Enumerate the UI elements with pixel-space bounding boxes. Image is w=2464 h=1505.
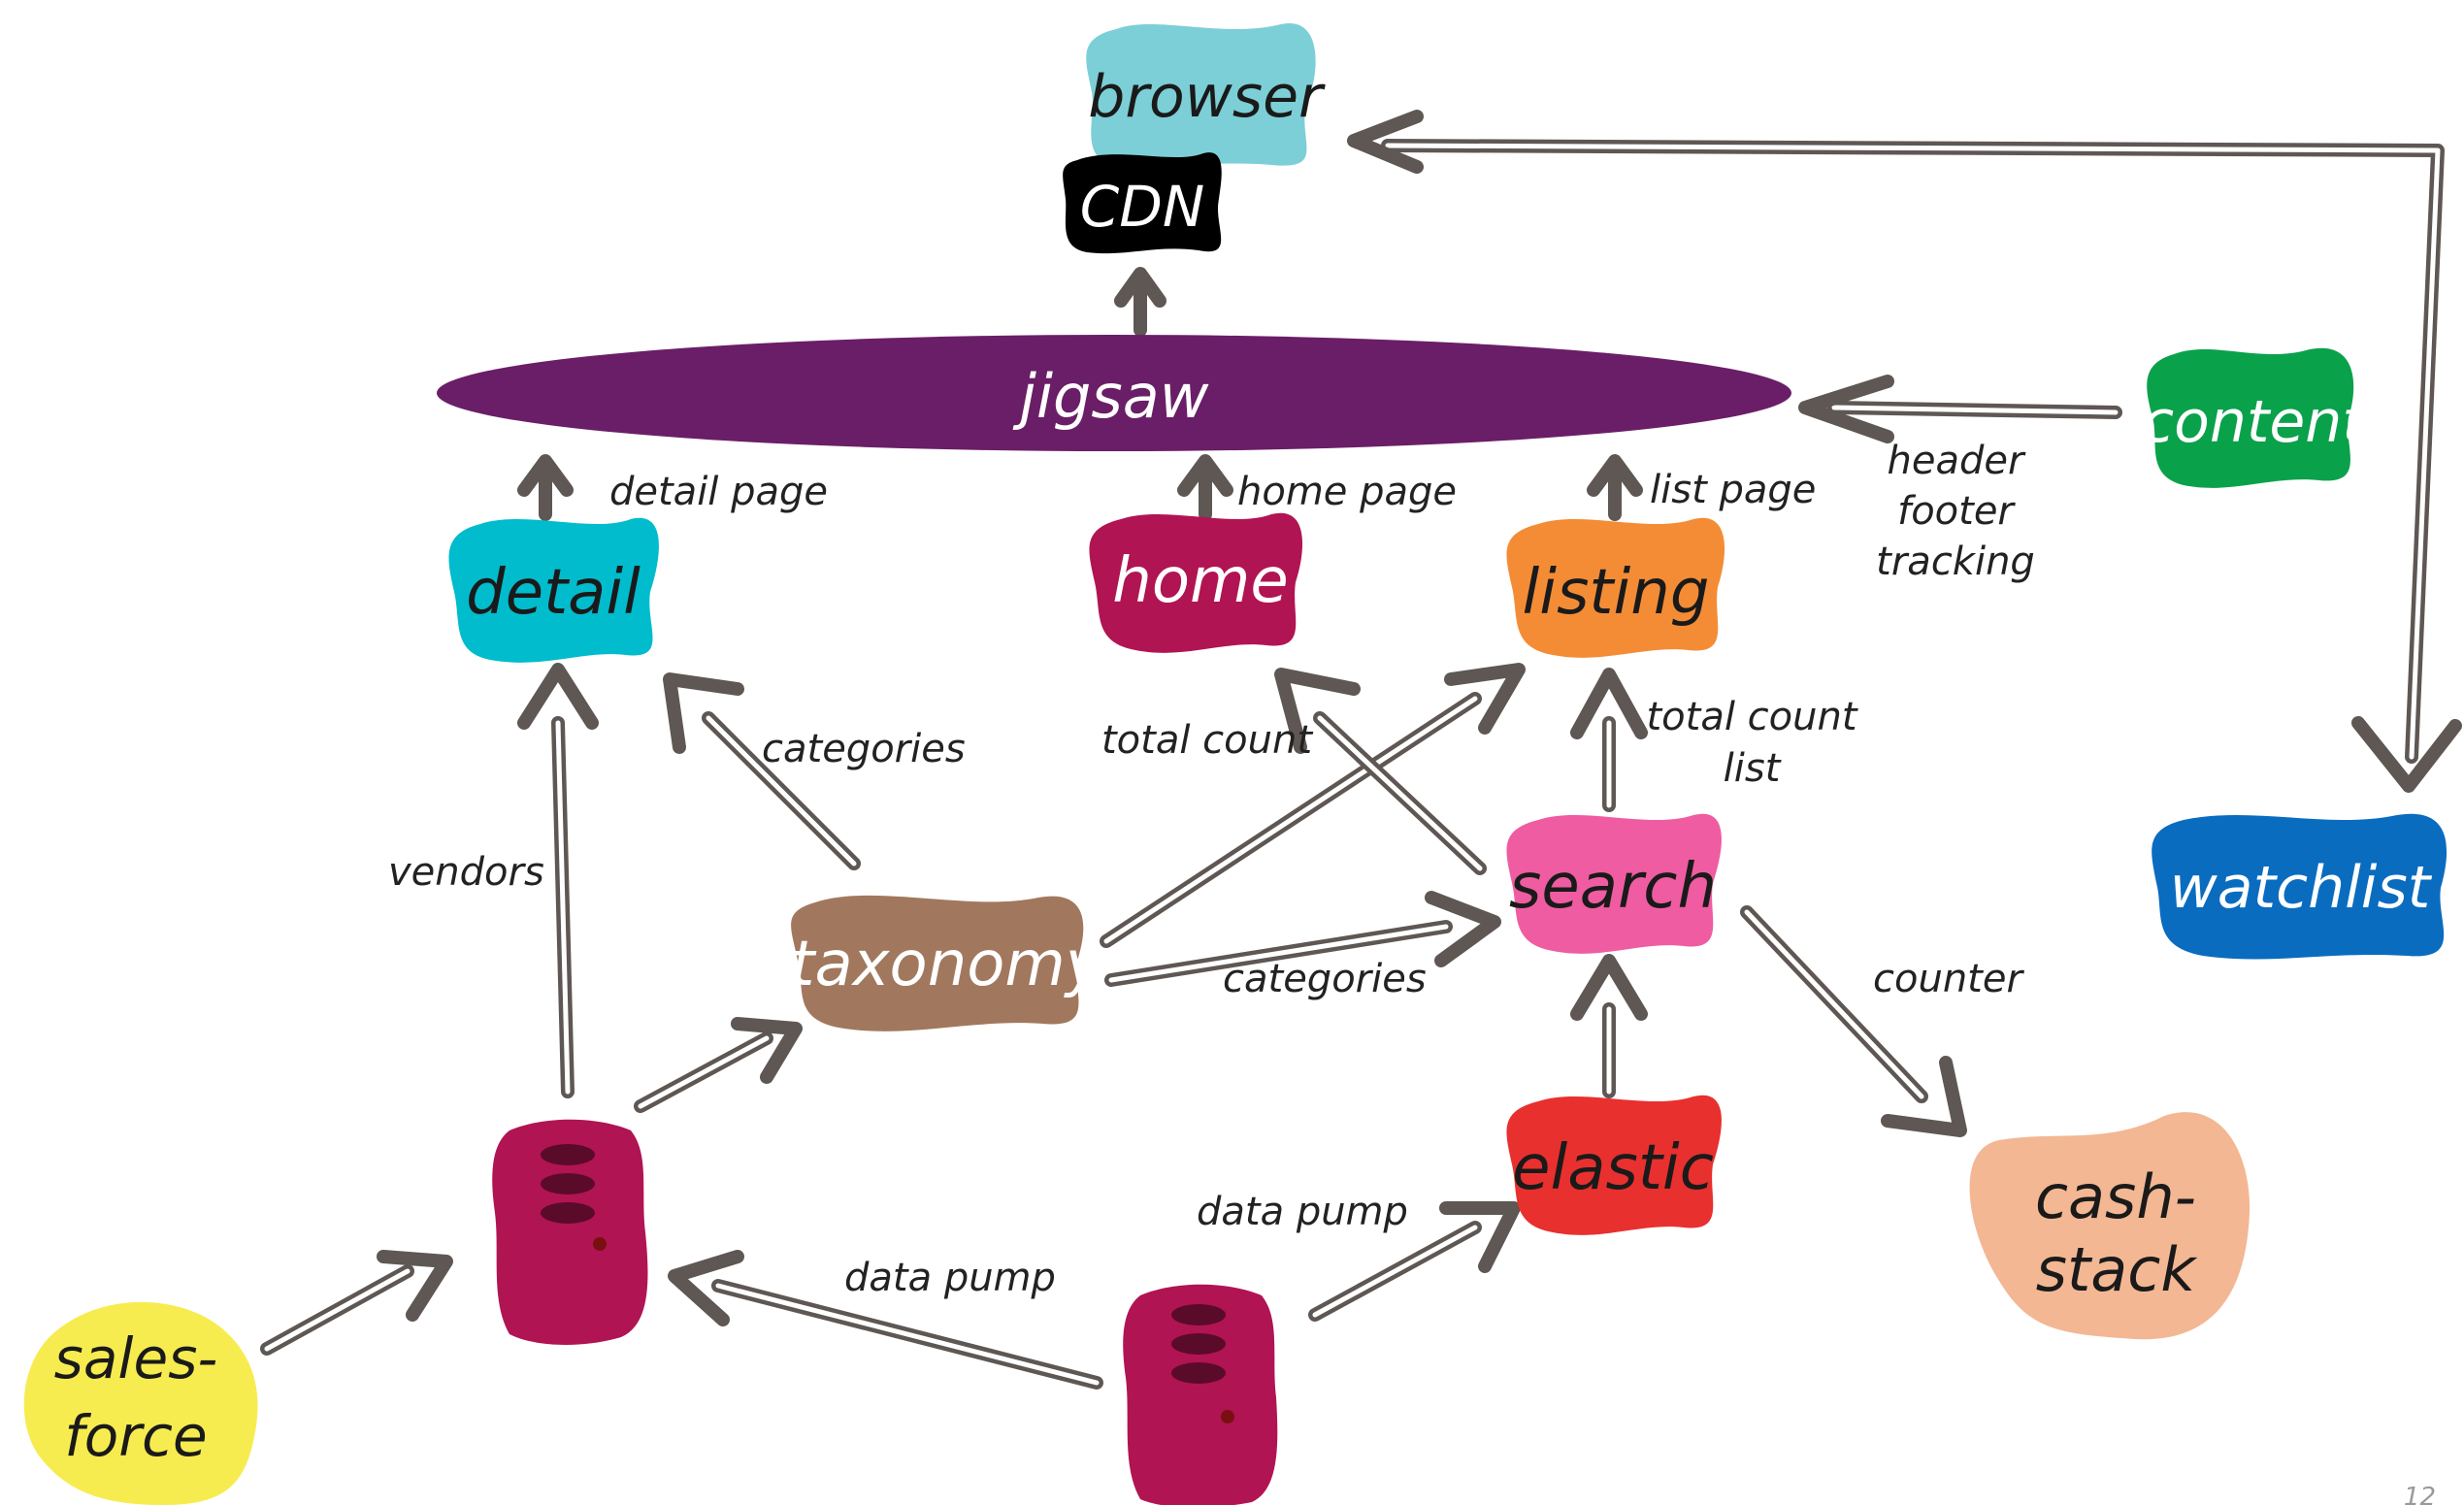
label-total-count-home: total count bbox=[1101, 718, 1313, 763]
label-home-page: home page bbox=[1237, 470, 1457, 514]
label-data-pump-db: data pump bbox=[844, 1256, 1056, 1300]
arrow-db2-to-db1 bbox=[668, 1250, 1103, 1390]
node-browser: browser bbox=[1086, 22, 1326, 167]
label-vendors: vendors bbox=[388, 850, 544, 895]
listing-label: listing bbox=[1523, 557, 1710, 629]
label-footer: footer bbox=[1897, 489, 2016, 534]
arrow-db2-to-elastic bbox=[1308, 1201, 1521, 1322]
jigsaw-shape bbox=[437, 335, 1791, 451]
arrow-search-to-home bbox=[1274, 668, 1487, 875]
label-list-page: list page bbox=[1650, 468, 1816, 512]
arrow-watchlist-browser bbox=[1347, 110, 2462, 793]
cashstack-label-line2: stack bbox=[2036, 1234, 2198, 1305]
watchlist-label: watchlist bbox=[2170, 854, 2433, 922]
node-cdn: CDN bbox=[1063, 152, 1222, 254]
content-label: content bbox=[2142, 388, 2367, 456]
node-watchlist: watchlist bbox=[2152, 813, 2448, 960]
listing-shape bbox=[1506, 517, 1725, 658]
node-elastic: elastic bbox=[1506, 1095, 1722, 1235]
search-label: search bbox=[1509, 851, 1717, 923]
elastic-shape bbox=[1506, 1095, 1722, 1235]
content-shape bbox=[2147, 347, 2354, 488]
database-shape bbox=[1123, 1284, 1278, 1505]
arrow-listing-to-jigsaw bbox=[1587, 454, 1643, 521]
node-salesforce: sales- force bbox=[23, 1301, 258, 1505]
label-detail-page: detail page bbox=[609, 470, 828, 514]
elastic-label: elastic bbox=[1512, 1132, 1714, 1204]
database-shape bbox=[492, 1119, 648, 1345]
label-list: list bbox=[1724, 746, 1782, 791]
cdn-shape bbox=[1063, 152, 1222, 254]
database-slot bbox=[1171, 1304, 1226, 1325]
edge-labels: detail page home page list page header f… bbox=[388, 439, 2035, 1300]
detail-shape bbox=[448, 517, 659, 663]
arrow-salesforce-to-db bbox=[260, 1250, 453, 1356]
database-led bbox=[593, 1237, 607, 1251]
arrow-detail-to-jigsaw bbox=[517, 454, 574, 521]
cdn-label: CDN bbox=[1080, 174, 1205, 240]
arrow-search-to-cashstack bbox=[1740, 905, 1967, 1137]
label-categories-detail: categories bbox=[762, 727, 966, 771]
database-led bbox=[1221, 1410, 1234, 1423]
node-search: search bbox=[1506, 813, 1722, 954]
search-shape bbox=[1506, 813, 1722, 954]
label-categories-search: categories bbox=[1223, 957, 1427, 1001]
browser-shape bbox=[1086, 22, 1316, 167]
arrow-taxonomy-to-listing bbox=[1100, 663, 1526, 948]
database-slot bbox=[1171, 1362, 1226, 1384]
arrow-taxonomy-to-search bbox=[1104, 891, 1501, 987]
arrow-db-to-taxonomy bbox=[634, 1017, 803, 1113]
database-slot bbox=[541, 1173, 595, 1194]
cashstack-shape bbox=[1969, 1112, 2250, 1340]
database-slot bbox=[1171, 1333, 1226, 1355]
node-taxonomy: taxonomy bbox=[790, 895, 1103, 1031]
arrow-elastic-to-search bbox=[1570, 954, 1648, 1098]
node-home: home bbox=[1089, 512, 1303, 653]
label-counter: counter bbox=[1873, 957, 2024, 1001]
taxonomy-shape bbox=[791, 895, 1084, 1031]
arrow-jigsaw-to-cdn bbox=[1114, 267, 1166, 337]
salesforce-label-line2: force bbox=[64, 1403, 207, 1469]
node-jigsaw: jigsaw bbox=[437, 335, 1791, 451]
label-tracking: tracking bbox=[1876, 540, 2035, 584]
database-slot bbox=[541, 1144, 595, 1165]
page-number: 12 bbox=[2404, 1483, 2436, 1505]
arrow-content-to-jigsaw bbox=[1798, 375, 2122, 443]
salesforce-shape bbox=[23, 1301, 258, 1505]
arrows bbox=[260, 110, 2462, 1390]
arrow-db-to-detail bbox=[517, 663, 599, 1098]
label-header: header bbox=[1888, 439, 2026, 483]
home-shape bbox=[1089, 512, 1303, 653]
home-label: home bbox=[1112, 545, 1288, 617]
arrow-taxonomy-to-detail bbox=[663, 672, 861, 870]
node-content: content bbox=[2142, 347, 2367, 488]
jigsaw-label: jigsaw bbox=[1013, 361, 1209, 432]
node-cashstack: cash- stack bbox=[1969, 1112, 2250, 1340]
cashstack-label-line1: cash- bbox=[2035, 1161, 2196, 1232]
database-icon bbox=[492, 1119, 648, 1345]
database-icon bbox=[1123, 1284, 1278, 1505]
watchlist-shape bbox=[2152, 813, 2448, 960]
database-slot bbox=[541, 1202, 595, 1224]
arrow-search-to-listing bbox=[1570, 668, 1648, 812]
browser-label: browser bbox=[1088, 63, 1326, 131]
label-total-count-listing: total count bbox=[1646, 695, 1857, 739]
node-detail: detail bbox=[448, 517, 659, 663]
label-data-pump-elastic: data pump bbox=[1197, 1190, 1408, 1234]
arrow-home-to-jigsaw bbox=[1177, 454, 1233, 521]
node-listing: listing bbox=[1506, 517, 1725, 658]
salesforce-label-line1: sales- bbox=[54, 1325, 218, 1391]
detail-label: detail bbox=[466, 557, 641, 629]
taxonomy-label: taxonomy bbox=[790, 929, 1102, 1000]
